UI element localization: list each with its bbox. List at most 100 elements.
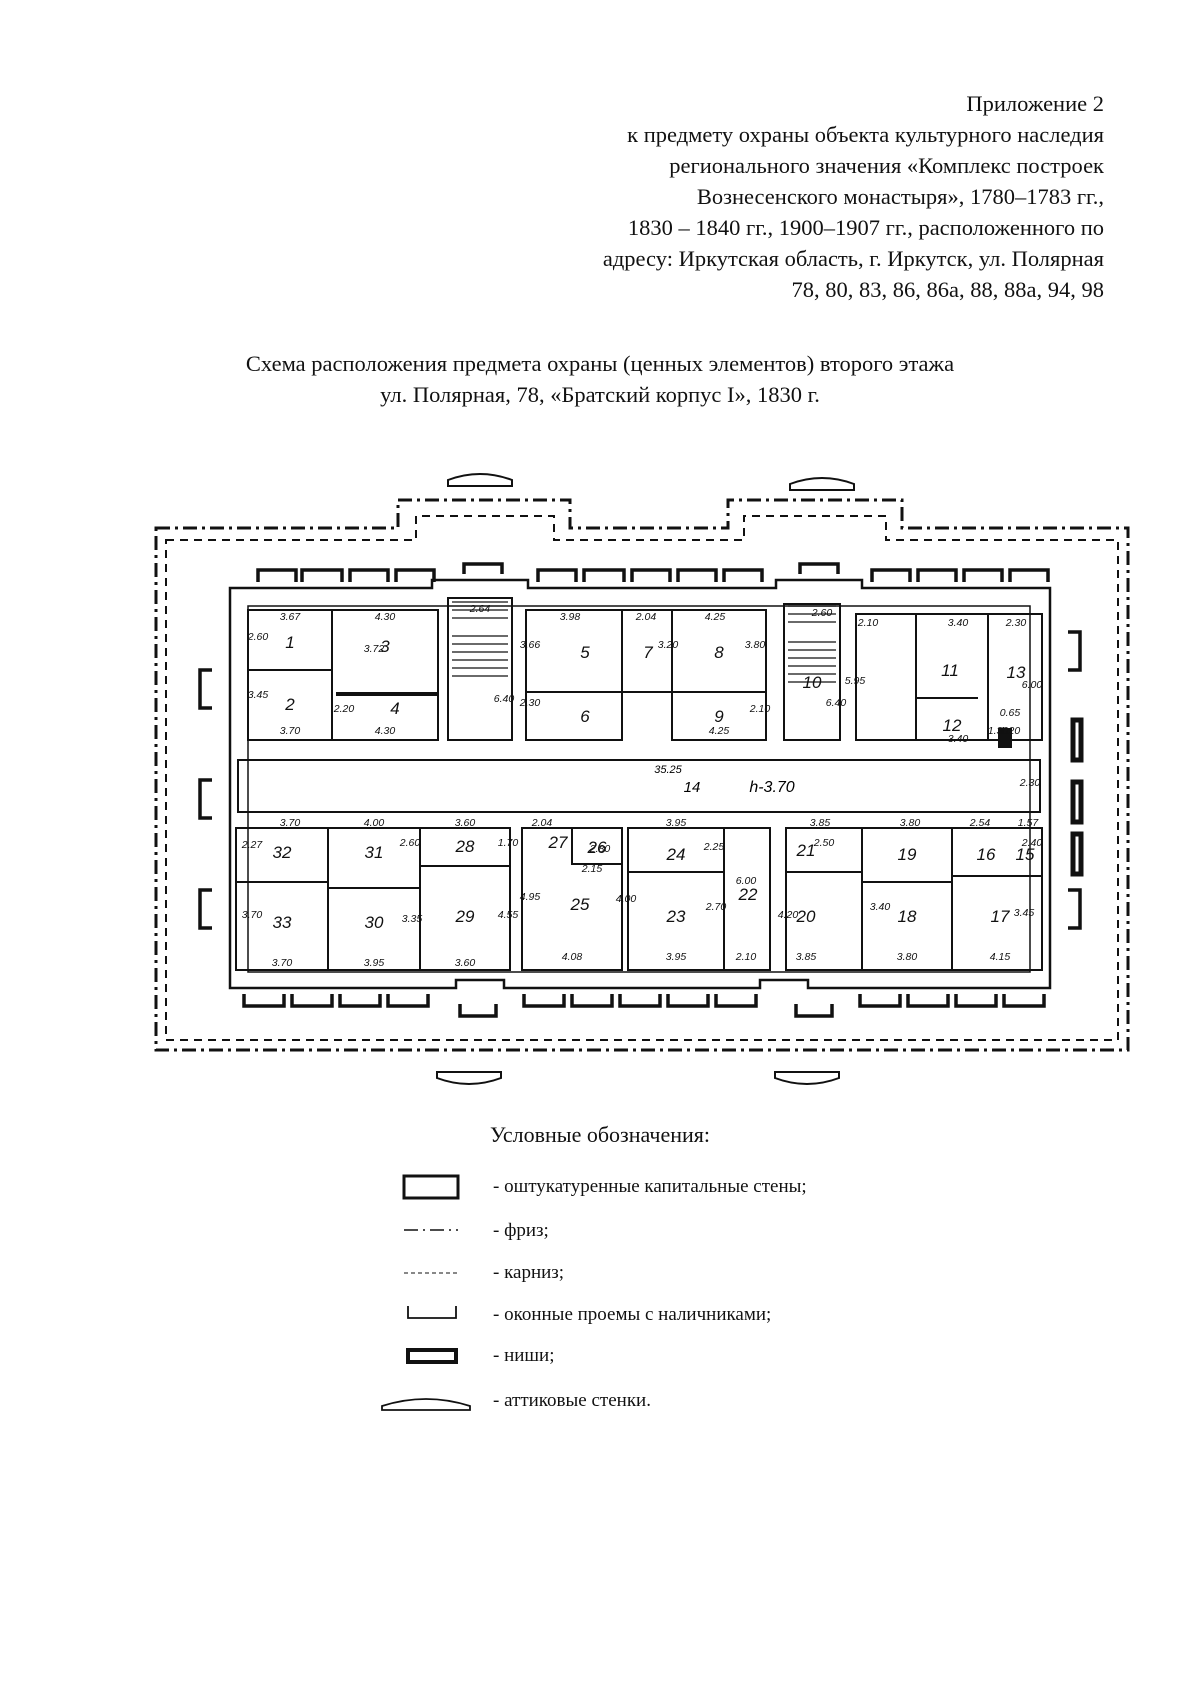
attic-walls	[436, 473, 855, 1085]
corridor	[237, 759, 1041, 813]
room-number: 21	[796, 841, 816, 860]
dash-dot-line-icon	[404, 1229, 458, 1231]
dashed-line-icon	[404, 1272, 458, 1274]
dimension-label: 3.70	[280, 817, 301, 829]
dimension-label: 3.70	[242, 909, 263, 921]
dimension-label: 3.35	[402, 913, 423, 925]
dimension-label: 6.00	[1022, 679, 1043, 691]
dimension-label: 3.66	[520, 639, 541, 651]
dimension-label: 2.10	[857, 617, 879, 629]
room-12-hatch	[998, 728, 1012, 748]
dimension-label: 6.40	[826, 697, 847, 709]
dimension-label: 2.60	[811, 607, 833, 619]
appendix-line: Вознесенского монастыря», 1780–1783 гг.,	[696, 184, 1104, 209]
room-number: 32	[273, 843, 292, 862]
dimension-label: 4.25	[709, 725, 730, 737]
room-number: 6	[580, 707, 590, 726]
room-partitions	[235, 597, 1043, 971]
dimension-label: 1.70	[498, 837, 519, 849]
window-openings	[198, 562, 1082, 1018]
dimension-label: 3.60	[455, 817, 476, 829]
scheme-title-line: Схема расположения предмета охраны (ценн…	[245, 351, 955, 376]
legend-title: Условные обозначения:	[489, 1122, 711, 1147]
arched-bar-icon	[381, 1398, 471, 1411]
dimension-label: 4.08	[562, 951, 583, 963]
dimension-label: 4.20	[778, 909, 799, 921]
room-number: 11	[941, 661, 959, 680]
dimension-label: 3.72	[364, 643, 385, 655]
dimension-label: 2.54	[969, 817, 991, 829]
dimension-label: 3.45	[248, 689, 269, 701]
room-number: 28	[455, 837, 475, 856]
bracket-icon	[407, 1306, 457, 1319]
dimension-label: 2.27	[241, 839, 264, 851]
appendix-line: адресу: Иркутская область, г. Иркутск, у…	[602, 246, 1104, 271]
dimension-label: 3.95	[364, 957, 385, 969]
dimension-label: 4.00	[616, 893, 637, 905]
dimension-label: 3.80	[900, 817, 921, 829]
dimension-label: 4.25	[705, 611, 726, 623]
room-number: 26	[587, 838, 607, 857]
room-number: 19	[898, 845, 917, 864]
room-number: 29	[455, 907, 475, 926]
room-number: 4	[390, 699, 399, 718]
room-number: 10	[803, 673, 822, 692]
corridor-room-number: 14	[684, 779, 701, 796]
dimension-label: 2.30	[1005, 617, 1027, 629]
legend-item-cornice: - карниз;	[493, 1262, 565, 1283]
dimension-label: 2.80	[589, 843, 611, 855]
dimension-label: 3.40	[870, 901, 891, 913]
dimension-label: 3.80	[745, 639, 766, 651]
room-number: 2	[284, 695, 295, 714]
dimension-label: 6.40	[494, 693, 515, 705]
dimension-label: 6.00	[736, 875, 757, 887]
appendix-line: к предмету охраны объекта культурного на…	[627, 122, 1104, 147]
dimension-label: 2.50	[813, 837, 835, 849]
staircases	[452, 601, 836, 683]
legend-item-windows: - оконные проемы с наличниками;	[493, 1304, 772, 1325]
room-number: 7	[643, 643, 653, 662]
dimension-label: 2.04	[635, 611, 657, 623]
dimension-label: 3.98	[560, 611, 581, 623]
dimension-label: 1.20	[1000, 725, 1021, 737]
room-number: 25	[570, 895, 590, 914]
room-number: 13	[1007, 663, 1026, 682]
scheme-title: Схема расположения предмета охраны (ценн…	[0, 348, 1200, 410]
dimension-label: 3.20	[658, 639, 679, 651]
appendix-line: Приложение 2	[966, 91, 1104, 116]
dimension-label: 3.95	[666, 951, 687, 963]
room-number: 33	[273, 913, 292, 932]
dimension-label: 3.60	[455, 957, 476, 969]
niches	[1070, 717, 1084, 877]
room-number: 20	[796, 907, 816, 926]
appendix-header: Приложение 2 к предмету охраны объекта к…	[384, 88, 1104, 305]
dimension-label: 0.65	[1000, 707, 1021, 719]
room-number: 17	[991, 907, 1010, 926]
cornice-outline	[165, 515, 1119, 1041]
room-number: 24	[666, 845, 686, 864]
dimension-label: 4.00	[364, 817, 385, 829]
dimension-label: 3.85	[796, 951, 817, 963]
room-number: 30	[365, 913, 384, 932]
room-number: 27	[548, 833, 568, 852]
corridor-height: h-3.70	[749, 779, 794, 796]
room-number: 5	[580, 643, 590, 662]
dimension-label: 4.30	[375, 725, 396, 737]
thick-rectangle-icon	[406, 1348, 458, 1364]
dimension-label: 4.15	[990, 951, 1011, 963]
room-number: 16	[977, 845, 996, 864]
room-number: 15	[1016, 845, 1035, 864]
room-number: 9	[714, 707, 724, 726]
dimension-label: 2.40	[1021, 837, 1043, 849]
legend-item-frieze: - фриз;	[493, 1220, 549, 1241]
frieze-outline	[154, 498, 1130, 1052]
dimension-label: 1.57	[1018, 817, 1040, 829]
dimension-label: 2.20	[333, 703, 355, 715]
dimension-label: 2.60	[247, 631, 269, 643]
room-number: 31	[365, 843, 384, 862]
rectangle-outline-icon	[402, 1174, 460, 1200]
dimension-label: 3.95	[666, 817, 687, 829]
dimension-label: 2.25	[703, 841, 725, 853]
